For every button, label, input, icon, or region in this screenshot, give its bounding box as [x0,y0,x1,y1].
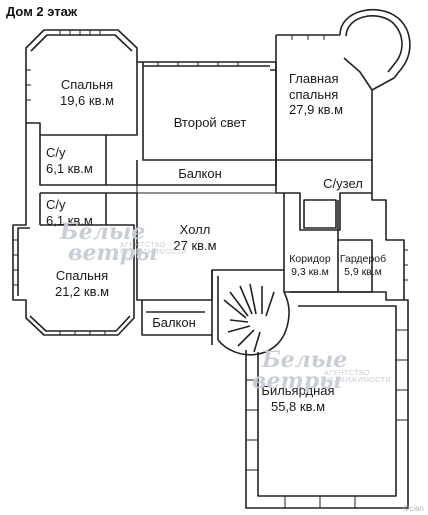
watermark-logo-top: Белые ветры АГЕНТСТВО НЕДВИЖИМОСТИ [60,219,188,264]
room-name: С/у [46,145,66,160]
room-name: Бильярдная [261,383,335,398]
room-label-hall: Холл 27 кв.м [155,222,235,253]
room-label-bathroom-unit: С/узел [316,176,370,192]
watermark-logo-bottom: Белые ветры АГЕНТСТВО НЕДВИЖИМОСТИ [252,347,392,392]
stair-curve [217,291,290,356]
watermark-word-2: ветры [68,239,158,266]
room-name: Гардероб [339,253,387,265]
footer-credit: ©cian [403,504,424,513]
wall-bedroom-1 [25,29,138,136]
wall-bedroom-2 [29,224,135,332]
window-right [404,249,408,281]
wall-hall-stair [211,270,219,345]
room-area: 19,6 кв.м [59,92,115,108]
watermark-word-1: Белые [60,219,146,245]
window-billiard-bottom [284,496,356,508]
room-area: 21,2 кв.м [54,283,110,299]
watermark-word-2: ветры [252,367,342,394]
room-label-bath-1: С/у 6,1 кв.м [42,145,108,176]
room-label-bedroom-1: Спальня 19,6 кв.м [47,77,127,108]
room-area: 27 кв.м [173,237,217,253]
room-name: С/у [46,197,66,212]
wall-bath-1 [39,135,137,186]
wall-right-upper [371,160,405,300]
window-billiard-right [396,329,408,421]
wall-billiard [245,291,409,509]
watermark-sub-2: НЕДВИЖИМОСТИ [120,248,188,256]
wall-sanitary [275,160,372,231]
wall-balcony-bottom [141,300,212,336]
room-name: Балкон [152,315,196,330]
window-top-left [59,30,101,35]
wall-second-light [137,61,277,161]
wall-bedroom-1-inner [30,34,133,52]
room-label-second-light: Второй свет [150,115,270,131]
room-label-billiard: Бильярдная 55,8 кв.м [246,383,350,414]
room-label-bath-2: С/у 6,1 кв.м [42,197,108,228]
room-name: Коридор [289,253,331,265]
window-master-top [291,35,325,40]
room-name: Главная спальня [289,71,339,102]
window-left-upper [26,69,31,101]
room-label-balcony-top: Балкон [150,166,250,182]
page-title: Дом 2 этаж [6,4,78,19]
wall-bath-2 [39,192,137,225]
room-area: 55,8 кв.м [270,398,326,414]
room-area: 6,1 кв.м [46,160,93,176]
room-area: 5,9 кв.м [344,265,382,278]
room-name: Второй свет [173,115,247,130]
watermark-sub-1: АГЕНТСТВО [324,369,370,377]
wall-left-inner [17,227,30,296]
room-label-wardrobe: Гардероб 5,9 кв.м [338,253,388,278]
room-area: 6,1 кв.м [46,212,93,228]
room-name: Холл [179,222,211,237]
room-area: 9,3 кв.м [291,265,329,278]
room-area: 27,9 кв.м [289,102,344,118]
room-label-bedroom-2: Спальня 21,2 кв.м [40,268,124,299]
stair-treads [223,283,275,353]
window-bottom-left [59,331,106,335]
window-second-light [157,62,239,66]
wall-tower-outer [339,9,411,91]
room-name: Спальня [60,77,114,92]
room-name: Спальня [55,268,109,283]
room-name: Балкон [178,166,222,181]
watermark-word-1: Белые [262,347,348,373]
wall-master-bedroom [275,35,373,161]
wall-tower-inner [345,15,403,73]
wall-billiard-inner [257,305,397,497]
watermark-sub-2: НЕДВИЖИМОСТИ [324,376,392,384]
room-label-corridor: Коридор 9,3 кв.м [284,253,336,278]
room-label-master-bedroom: Главная спальня 27,9 кв.м [289,71,369,118]
room-name: С/узел [323,176,363,191]
window-left-lower [13,239,18,286]
wall-corridor-band [136,185,277,194]
room-label-balcony-bottom: Балкон [144,315,204,331]
watermark-sub-1: АГЕНТСТВО [120,241,166,249]
wall-left-outer [12,123,135,336]
window-billiard-left [246,379,258,471]
